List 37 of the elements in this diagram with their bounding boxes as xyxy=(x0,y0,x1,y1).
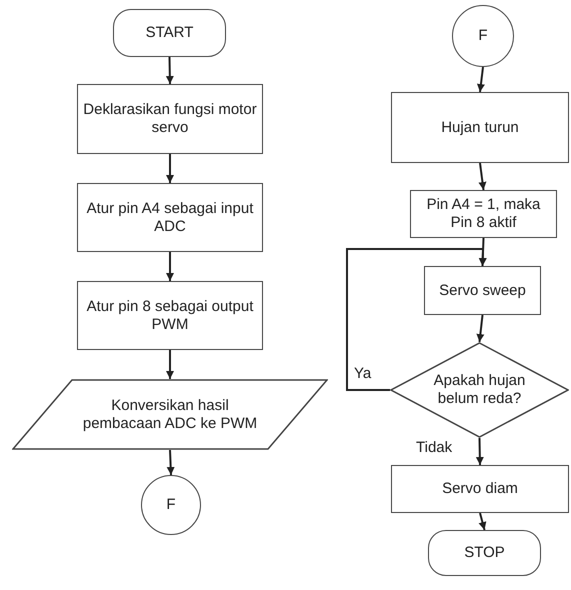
node-text: START xyxy=(146,24,194,42)
process-box xyxy=(77,84,263,154)
node-text: Apakah hujan belum reda? xyxy=(432,372,526,408)
node-text: Hujan turun xyxy=(441,118,519,136)
process-box xyxy=(391,92,569,163)
node-text: Atur pin A4 sebagai input ADC xyxy=(86,200,254,236)
terminal-shape xyxy=(428,530,541,576)
io-parallelogram xyxy=(12,379,328,450)
arrow xyxy=(476,438,484,466)
process-box xyxy=(77,281,263,350)
node-text: Deklarasikan fungsi motor servo xyxy=(82,101,258,137)
process-box xyxy=(410,190,557,238)
arrow xyxy=(346,248,487,391)
arrow xyxy=(166,252,174,281)
terminal-shape xyxy=(113,9,226,57)
arrow xyxy=(166,154,174,183)
arrow xyxy=(478,162,486,190)
arrow xyxy=(166,450,175,476)
edge-label: Ya xyxy=(352,366,374,381)
node-text: F xyxy=(166,496,176,514)
node-text: Atur pin 8 sebagai output PWM xyxy=(86,298,254,334)
arrow xyxy=(166,56,174,84)
node-text: Servo diam xyxy=(442,480,518,498)
decision-diamond xyxy=(390,342,569,438)
arrow xyxy=(476,66,485,92)
node-text: Servo sweep xyxy=(439,282,526,300)
arrow xyxy=(478,512,486,530)
process-box xyxy=(391,465,569,513)
node-text: STOP xyxy=(464,544,505,562)
node-text: F xyxy=(478,27,488,45)
node-text: Pin A4 = 1, maka Pin 8 aktif xyxy=(426,196,542,232)
process-box xyxy=(77,183,263,252)
process-box xyxy=(424,266,541,315)
arrow xyxy=(476,314,484,342)
arrow xyxy=(166,350,174,379)
edge-label: Tidak xyxy=(414,440,454,455)
node-text: Konversikan hasil pembacaan ADC ke PWM xyxy=(82,396,258,432)
